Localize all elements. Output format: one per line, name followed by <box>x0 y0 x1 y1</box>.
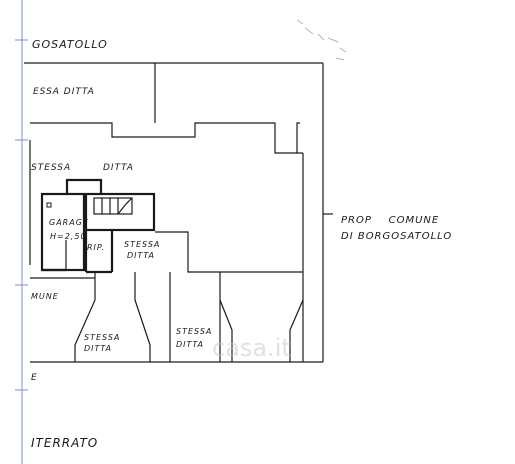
label-stessa-bottom-mid: STESSA <box>176 327 212 336</box>
label-stessa-ditta-top: ESSA DITTA <box>33 87 95 97</box>
label-ditta-small: DITTA <box>127 251 155 260</box>
label-comune-partial: MUNE <box>31 292 59 301</box>
label-ditta-mid: DITTA <box>103 163 134 173</box>
label-ditta-bottom-mid: DITTA <box>176 340 204 349</box>
label-interrato: ITERRATO <box>31 436 98 450</box>
label-garage: GARAGE <box>49 218 89 227</box>
label-garage-height: H=2,50 <box>50 232 87 241</box>
watermark: casa.it <box>212 334 291 362</box>
label-prop-line1: PROP COMUNE <box>341 215 439 226</box>
label-stessa-small: STESSA <box>124 240 160 249</box>
garage-marker <box>46 202 52 208</box>
label-prop-line2: DI BORGOSATOLLO <box>341 231 452 242</box>
stairs <box>93 197 133 215</box>
label-stessa-bottom-left: STESSA <box>84 333 120 342</box>
middle-walls <box>29 140 304 362</box>
label-stessa-mid: STESSA <box>31 163 71 173</box>
label-rip: RIP. <box>87 243 105 252</box>
stamp-marks <box>296 19 347 61</box>
garage-block <box>40 178 156 274</box>
top-partition <box>30 63 304 273</box>
label-top-partial: GOSATOLLO <box>32 38 108 51</box>
outer-boundary <box>24 62 333 363</box>
label-e-partial: E <box>31 373 38 383</box>
label-ditta-bottom-left: DITTA <box>84 344 112 353</box>
